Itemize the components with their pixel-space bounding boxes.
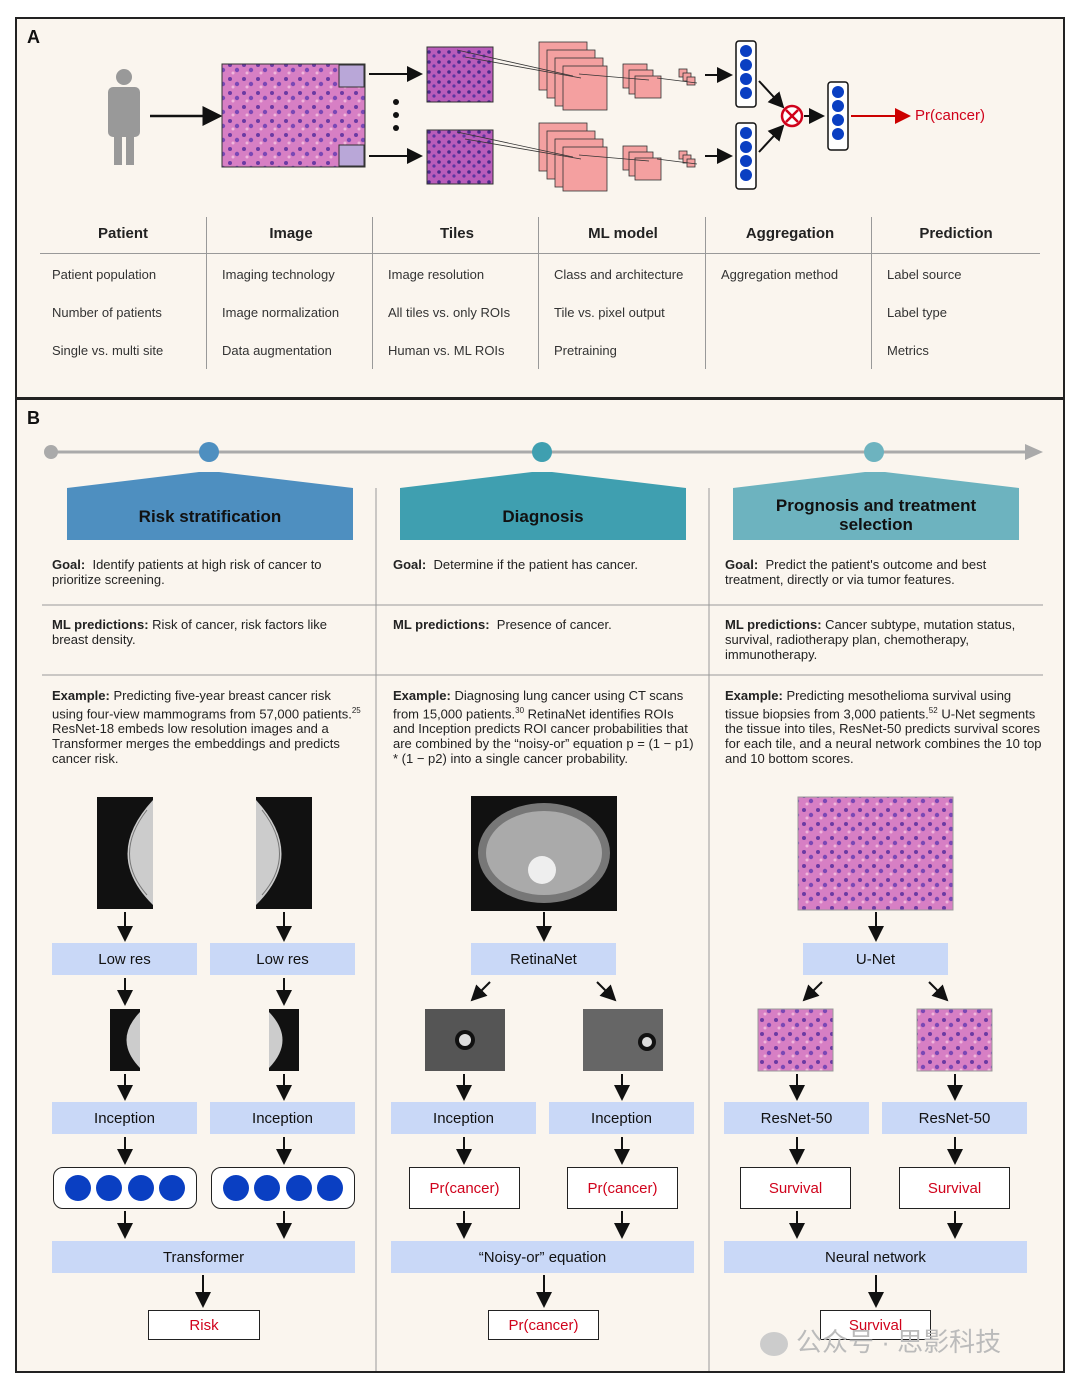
aggregation-icon (780, 104, 804, 128)
table-header: Image (269, 225, 313, 242)
resnet-box: ResNet-50 (882, 1102, 1027, 1134)
table-cell: Image normalization (222, 305, 340, 320)
embedding-vector (53, 1167, 197, 1209)
survival-box: Survival (899, 1167, 1010, 1209)
table-cell: Pretraining (554, 343, 617, 358)
banner-diagnosis: Diagnosis (502, 506, 584, 526)
goal-text: Goal: Identify patients at high risk of … (52, 557, 322, 587)
table-header: Prediction (919, 225, 993, 242)
panel-b-label: B (27, 408, 40, 428)
banner-prognosis: Prognosis and treatment selection (775, 496, 977, 534)
example-text: Example: Diagnosing lung cancer using CT… (393, 688, 694, 767)
wechat-icon (760, 1332, 788, 1357)
resnet-box: ResNet-50 (724, 1102, 869, 1134)
table-cell: Human vs. ML ROIs (388, 343, 505, 358)
table-cell: Aggregation method (721, 267, 839, 282)
ct-images (425, 796, 663, 1071)
column-divider (372, 217, 373, 369)
goal-text: Goal: Predict the patient's outcome and … (725, 557, 987, 587)
transformer-box: Transformer (52, 1241, 355, 1273)
table-header: Tiles (440, 225, 474, 242)
table-cell: Class and architecture (554, 267, 684, 282)
table-header: Aggregation (745, 225, 835, 242)
panel-a-label: A (27, 27, 40, 47)
table-cell: Data augmentation (222, 343, 332, 358)
ml-predictions-text: ML predictions: Presence of cancer. (393, 617, 612, 632)
ml-predictions-text: ML predictions: Cancer subtype, mutation… (725, 617, 1016, 662)
example-text: Example: Predicting mesothelioma surviva… (725, 688, 1042, 767)
goal-text: Goal: Determine if the patient has cance… (393, 557, 638, 572)
panel-a-pipeline-diagram (108, 40, 911, 192)
patient-icon (108, 69, 140, 165)
banner-risk-stratification: Risk stratification (138, 506, 282, 526)
low-res-box: Low res (210, 943, 355, 975)
low-res-box: Low res (52, 943, 197, 975)
inception-box: Inception (549, 1102, 694, 1134)
histology-images (757, 796, 993, 1072)
column-divider (871, 217, 872, 369)
panel-b-diagram (42, 442, 1043, 1371)
example-text: Example: Predicting five-year breast can… (52, 688, 361, 767)
pr-cancer-box: Pr(cancer) (567, 1167, 678, 1209)
survival-box: Survival (740, 1167, 851, 1209)
mammogram-images (97, 797, 312, 1071)
pr-cancer-box: Pr(cancer) (409, 1167, 520, 1209)
column-divider (538, 217, 539, 369)
inception-box: Inception (391, 1102, 536, 1134)
table-header: ML model (588, 225, 658, 242)
panel-a: A (15, 17, 1065, 399)
column-divider (705, 217, 706, 369)
table-cell: Imaging technology (222, 267, 335, 282)
table-divider (40, 253, 1040, 254)
pr-cancer-output-box: Pr(cancer) (488, 1310, 599, 1340)
inception-box: Inception (210, 1102, 355, 1134)
survival-output-box: Survival (820, 1310, 931, 1340)
table-cell: Number of patients (52, 305, 162, 320)
table-header: Patient (97, 225, 148, 242)
watermark: 公众号 · 思影科技 (760, 1322, 1001, 1359)
embedding-vector (211, 1167, 355, 1209)
neural-network-box: Neural network (724, 1241, 1027, 1273)
column-divider (206, 217, 207, 369)
panel-b: B (15, 398, 1065, 1373)
cnn-bottom (456, 122, 698, 192)
table-cell: All tiles vs. only ROIs (388, 305, 511, 320)
table-cell: Single vs. multi site (52, 343, 164, 358)
unet-box: U-Net (803, 943, 948, 975)
noisy-or-box: “Noisy-or” equation (391, 1241, 694, 1273)
cnn-top (456, 41, 698, 111)
table-cell: Patient population (52, 267, 157, 282)
table-cell: Metrics (887, 343, 929, 358)
table-cell: Label source (887, 267, 962, 282)
table-cell: Image resolution (388, 267, 485, 282)
inception-box: Inception (52, 1102, 197, 1134)
risk-output-box: Risk (148, 1310, 260, 1340)
ml-predictions-text: ML predictions: Risk of cancer, risk fac… (52, 617, 327, 647)
table-cell: Label type (887, 305, 947, 320)
retinanet-box: RetinaNet (471, 943, 616, 975)
output-label: Pr(cancer) (915, 107, 986, 124)
table-cell: Tile vs. pixel output (554, 305, 665, 320)
